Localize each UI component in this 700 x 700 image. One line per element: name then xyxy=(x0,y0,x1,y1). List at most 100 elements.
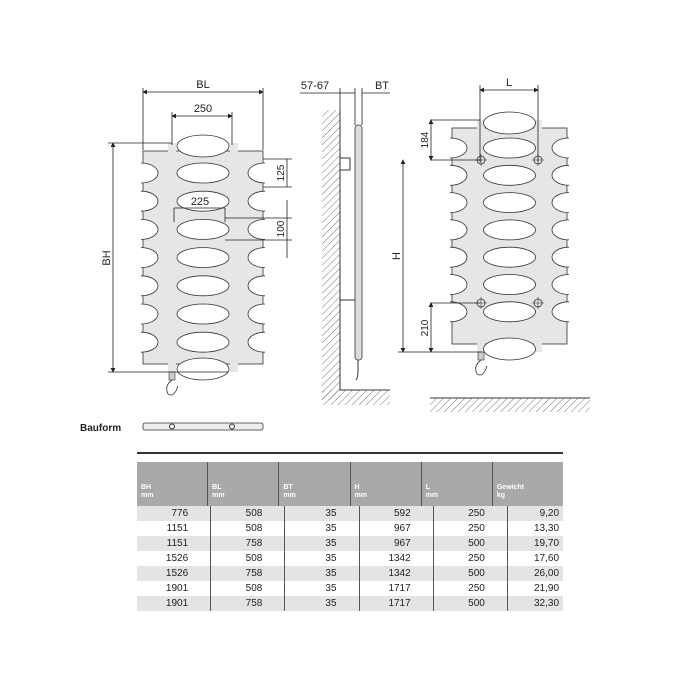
table-cell: 508 xyxy=(210,506,284,521)
oval-cutout xyxy=(483,246,536,268)
label-210: 210 xyxy=(420,319,431,336)
label-184: 184 xyxy=(420,131,431,148)
table-cell: 508 xyxy=(210,521,284,536)
label-225: 225 xyxy=(191,196,209,208)
column-unit: mm xyxy=(283,492,296,499)
oval-cutout xyxy=(176,218,230,240)
table-cell: 508 xyxy=(210,581,284,596)
table-cell: 9,20 xyxy=(506,506,563,521)
hook xyxy=(166,379,179,396)
column-name: BT xyxy=(283,484,293,491)
table-cell: 1342 xyxy=(358,551,433,566)
table-cell: 1151 xyxy=(166,523,189,534)
label-250: 250 xyxy=(194,103,212,115)
table-cell: 250 xyxy=(432,581,507,596)
front-view xyxy=(121,133,285,396)
table-cell: 508 xyxy=(210,551,284,566)
table-cell: 1526 xyxy=(165,553,189,564)
column-name: BL xyxy=(212,484,222,491)
column-name: BH xyxy=(141,484,152,491)
oval-cutout xyxy=(176,162,230,184)
table-cell: 250 xyxy=(432,506,507,521)
side-view xyxy=(322,110,390,405)
label-l: L xyxy=(506,77,512,89)
oval-cutout xyxy=(176,275,230,297)
column-name: Gewicht xyxy=(496,484,525,491)
dimension-lines xyxy=(108,85,539,373)
table-cell: 1526 xyxy=(165,568,189,579)
oval-cutout xyxy=(483,137,536,159)
oval-cutout xyxy=(176,303,230,325)
table-cell: 758 xyxy=(210,536,284,551)
table-cell: 35 xyxy=(284,596,358,611)
valve xyxy=(477,351,485,361)
table-cell: 1901 xyxy=(165,598,189,609)
table-cell: 250 xyxy=(432,551,507,566)
table-cell: 35 xyxy=(284,581,358,596)
table-cell: 500 xyxy=(432,536,507,551)
table-cell: 17,60 xyxy=(506,551,563,566)
column-unit: kg xyxy=(496,492,506,499)
oval-cutout xyxy=(176,247,230,269)
label-bh: BH xyxy=(101,250,113,265)
table-cell: 250 xyxy=(432,521,507,536)
table-cell: 13,30 xyxy=(506,521,563,536)
column-unit: mm xyxy=(354,492,367,499)
floor-hatch xyxy=(430,397,590,412)
oval-cutout xyxy=(483,164,536,186)
table-cell: 26,00 xyxy=(506,566,563,581)
oval-cutout xyxy=(483,301,536,323)
table-cell: 1717 xyxy=(358,596,433,611)
label-100: 100 xyxy=(276,220,287,237)
oval-cutout xyxy=(483,219,536,241)
oval-cutout xyxy=(176,190,230,212)
label-h: H xyxy=(391,252,403,260)
table-cell: 967 xyxy=(358,536,433,551)
table-cell: 500 xyxy=(432,596,507,611)
bauform-top-view xyxy=(142,422,264,431)
table-cell: 592 xyxy=(358,506,433,521)
label-125: 125 xyxy=(276,164,287,181)
table-cell: 1342 xyxy=(358,566,433,581)
table-cell: 35 xyxy=(284,506,358,521)
label-bl: BL xyxy=(196,79,209,91)
label-57-67: 57-67 xyxy=(301,80,329,92)
label-bt: BT xyxy=(375,80,389,92)
table-cell: 1717 xyxy=(358,581,433,596)
table-cell: 21,90 xyxy=(506,581,563,596)
oval-cutout xyxy=(483,192,536,214)
table-cell: 758 xyxy=(210,596,284,611)
column-name: L xyxy=(425,484,430,491)
column-unit: mm xyxy=(141,492,154,499)
mounting-view xyxy=(430,110,589,376)
table-cell: 35 xyxy=(284,521,358,536)
hook xyxy=(475,359,488,376)
table-cell: 35 xyxy=(284,566,358,581)
table-cell: 35 xyxy=(284,551,358,566)
table-cell: 1151 xyxy=(166,538,189,549)
technical-drawing: BL 250 225 125 100 BH 57-67 BT L 184 H 2… xyxy=(80,77,590,434)
table-cell: 35 xyxy=(284,536,358,551)
label-bauform: Bauform xyxy=(80,423,121,434)
column-name: H xyxy=(354,484,360,491)
table-cell: 967 xyxy=(358,521,433,536)
table-cell: 1901 xyxy=(165,583,189,594)
table-cell: 500 xyxy=(432,566,507,581)
table-cell: 758 xyxy=(210,566,284,581)
